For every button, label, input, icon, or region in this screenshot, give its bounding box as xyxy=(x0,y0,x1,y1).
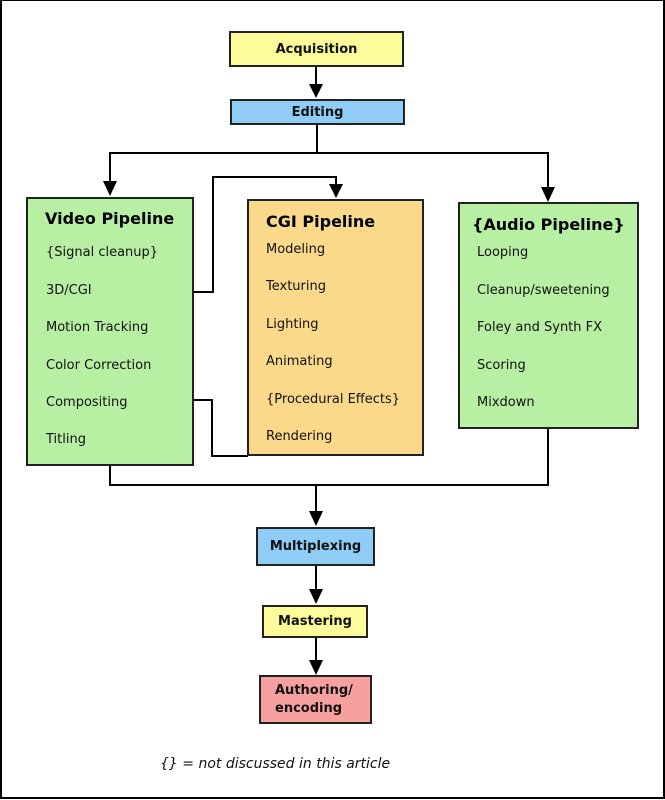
stage-editing: Editing xyxy=(230,99,405,125)
arrowhead-editing xyxy=(309,84,323,98)
video-item-motion-tracking: Motion Tracking xyxy=(46,320,149,335)
cgi-item-animating: Animating xyxy=(266,354,333,369)
video-item-signal-cleanup: {Signal cleanup} xyxy=(46,245,159,260)
stage-acquisition: Acquisition xyxy=(229,31,404,67)
audio-item-scoring: Scoring xyxy=(477,358,526,373)
audio-item-looping: Looping xyxy=(477,245,529,260)
audio-pipeline: {Audio Pipeline} Looping Cleanup/sweeten… xyxy=(458,202,639,429)
audio-item-cleanup: Cleanup/sweetening xyxy=(477,283,610,298)
cgi-item-modeling: Modeling xyxy=(266,242,326,257)
cgi-item-rendering: Rendering xyxy=(266,429,333,444)
connector-merge-bus xyxy=(109,428,549,486)
arrowhead-video xyxy=(103,181,117,196)
stage-mastering-label: Mastering xyxy=(278,614,352,629)
cgi-pipeline: CGI Pipeline Modeling Texturing Lighting… xyxy=(247,199,424,456)
audio-pipeline-title: {Audio Pipeline} xyxy=(472,215,625,234)
audio-item-mixdown: Mixdown xyxy=(477,395,535,410)
cgi-item-texturing: Texturing xyxy=(266,279,326,294)
video-item-compositing: Compositing xyxy=(46,395,128,410)
stage-authoring-line-2: encoding xyxy=(275,700,343,716)
stage-multiplexing: Multiplexing xyxy=(256,527,375,566)
stage-multiplexing-label: Multiplexing xyxy=(269,539,362,554)
video-item-3dcgi: 3D/CGI xyxy=(46,283,92,298)
cgi-pipeline-title: CGI Pipeline xyxy=(266,212,376,231)
cgi-item-lighting: Lighting xyxy=(266,317,319,332)
legend-note: {} = not discussed in this article xyxy=(160,756,391,772)
video-pipeline-title: Video Pipeline xyxy=(45,209,175,228)
arrowhead-mastering xyxy=(309,589,323,604)
arrowhead-multiplexing xyxy=(309,511,323,526)
connector-split-bus xyxy=(109,152,549,188)
cgi-item-procedural-effects: {Procedural Effects} xyxy=(266,392,401,407)
video-pipeline: Video Pipeline {Signal cleanup} 3D/CGI M… xyxy=(26,197,194,466)
video-item-titling: Titling xyxy=(46,432,86,447)
video-item-color-correction: Color Correction xyxy=(46,358,152,373)
stage-mastering: Mastering xyxy=(262,605,368,638)
arrowhead-authoring xyxy=(309,660,323,675)
stage-acquisition-label: Acquisition xyxy=(275,41,358,57)
stage-authoring: Authoring/ encoding xyxy=(259,675,372,724)
stage-authoring-line-1: Authoring/ xyxy=(275,682,353,698)
arrowhead-audio xyxy=(541,187,555,202)
stage-authoring-label: Authoring/ encoding xyxy=(275,682,353,718)
arrowhead-cgi xyxy=(329,184,343,198)
stage-editing-label: Editing xyxy=(291,104,344,120)
audio-item-foley: Foley and Synth FX xyxy=(477,320,603,335)
